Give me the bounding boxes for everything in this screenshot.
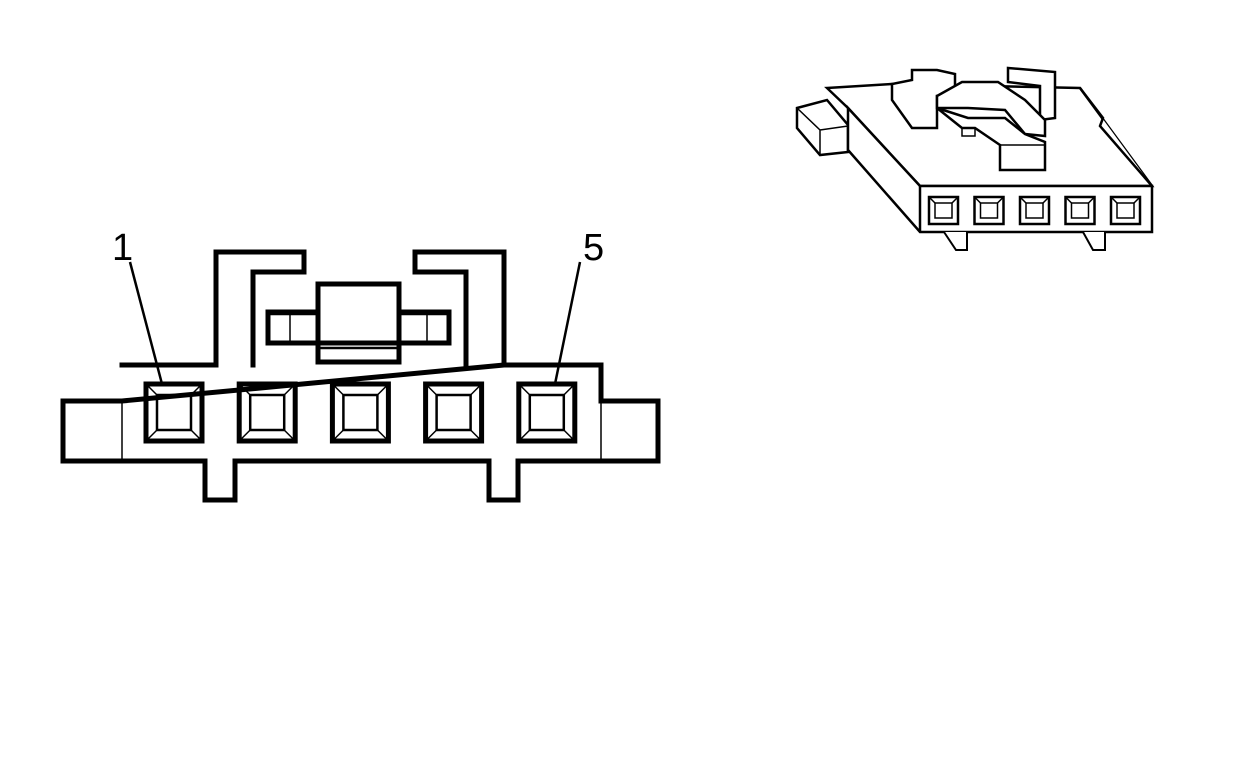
- iso-cavity-outer: [1064, 195, 1096, 226]
- cavity-bevel: [470, 429, 483, 442]
- cavity-outer: [143, 381, 205, 444]
- cavity-bevel: [331, 383, 344, 396]
- iso-cavity-inner: [1025, 202, 1044, 219]
- cavity-bevel: [331, 429, 344, 442]
- iso-cavity-outer: [927, 195, 960, 226]
- cavity-bevel: [563, 429, 576, 442]
- cavity-bevel: [518, 429, 531, 442]
- iso-cavity-bevel: [973, 196, 982, 204]
- iso-terminal-cavity: [1109, 195, 1142, 226]
- face-cavities: [143, 381, 578, 444]
- iso-cavity-bevel: [1019, 196, 1027, 204]
- cavity-inner: [435, 393, 472, 432]
- terminal-cavity: [236, 381, 298, 444]
- iso-terminal-cavity: [1064, 195, 1096, 226]
- pin-1-label: 1: [112, 227, 133, 269]
- terminal-cavity: [329, 381, 391, 444]
- iso-left-ear: [795, 98, 850, 157]
- cavity-outer: [329, 381, 391, 444]
- cavity-bevel: [376, 429, 389, 442]
- cavity-bevel: [145, 383, 158, 396]
- cavity-outer: [516, 381, 578, 444]
- iso-latch-tab-shade: [961, 128, 1045, 146]
- iso-left-ear-face: [796, 107, 849, 155]
- cavity-bevel: [376, 383, 389, 396]
- pin-1-leader: [128, 261, 164, 385]
- cavity-bevel: [518, 383, 531, 396]
- iso-foot-left: [943, 231, 968, 251]
- iso-cavity-inner: [1116, 202, 1135, 219]
- iso-latch-tongue: [936, 106, 1047, 172]
- cavity-inner: [342, 393, 379, 432]
- iso-cavity-outer: [973, 195, 1005, 226]
- latch-boss-left: [266, 312, 320, 344]
- terminal-cavity: [516, 381, 578, 444]
- cavity-bevel: [238, 383, 251, 396]
- iso-terminal-cavity: [927, 195, 960, 226]
- connector-face-view: 1 5: [60, 227, 661, 503]
- iso-foot-right: [1082, 231, 1106, 251]
- iso-cavity-outer: [1109, 195, 1142, 226]
- iso-cavity-outer: [1018, 195, 1051, 226]
- connector-body-outline: [60, 362, 661, 503]
- cavity-bevel: [145, 429, 158, 442]
- pin-5-label: 5: [583, 227, 604, 269]
- cavity-bevel: [563, 383, 576, 396]
- terminal-cavity: [423, 381, 485, 444]
- cavity-bevel: [283, 383, 296, 396]
- cavity-outer: [236, 381, 298, 444]
- cavity-inner: [155, 393, 193, 432]
- iso-cavity-bevel: [1087, 196, 1096, 204]
- iso-cavity-bevel: [1042, 196, 1050, 204]
- cavity-outer: [423, 381, 485, 444]
- cavity-bevel: [425, 383, 438, 396]
- latch-shroud-outer: [213, 249, 307, 368]
- cavity-bevel: [190, 429, 203, 442]
- latch-boss-right: [397, 312, 451, 344]
- iso-cavity-inner: [979, 202, 999, 219]
- iso-terminal-cavity: [973, 195, 1005, 226]
- iso-right-side: [1079, 87, 1153, 187]
- iso-cavity-bevel: [1133, 196, 1141, 204]
- latch-inner-frame: [250, 281, 452, 368]
- iso-cavity-bevel: [951, 196, 959, 204]
- pin-5-leader: [553, 261, 582, 385]
- cavity-bevel: [425, 429, 438, 442]
- iso-cavity-inner: [934, 202, 953, 219]
- cavity-inner: [248, 393, 286, 432]
- iso-cavity-bevel: [928, 196, 936, 204]
- iso-terminal-cavity: [1018, 195, 1051, 226]
- cavity-bevel: [470, 383, 483, 396]
- iso-cavities: [927, 195, 1142, 226]
- cavity-bevel: [238, 429, 251, 442]
- iso-cavity-inner: [1070, 202, 1090, 219]
- cavity-inner: [528, 393, 566, 432]
- connector-iso-view: [795, 66, 1155, 251]
- iso-cavity-bevel: [1064, 196, 1073, 204]
- latch-shroud-outer-right: [412, 249, 507, 368]
- cavity-bevel: [283, 429, 296, 442]
- terminal-cavity: [143, 381, 205, 444]
- latch-lock-tab: [315, 281, 402, 365]
- cavity-bevel: [190, 383, 203, 396]
- iso-latch-bridge: [935, 80, 1047, 138]
- iso-cavity-bevel: [996, 196, 1005, 204]
- iso-cavity-bevel: [1110, 196, 1118, 204]
